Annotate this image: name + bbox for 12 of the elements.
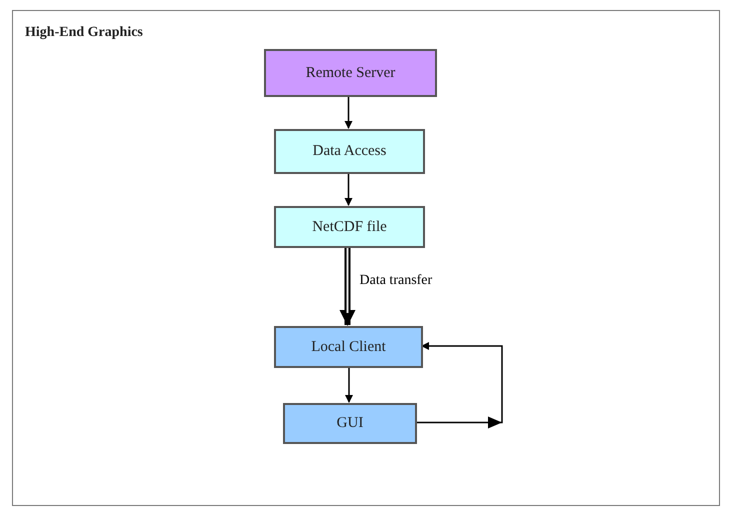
process-box [264, 49, 437, 97]
node-label: Local Client [311, 338, 386, 356]
process-box [283, 403, 417, 444]
node-label: Data Access [312, 143, 386, 160]
node-label: NetCDF file [312, 218, 387, 236]
process-box [274, 206, 425, 248]
process-box [274, 326, 423, 368]
node-label: GUI [336, 415, 364, 432]
panel-frame [12, 10, 720, 506]
node-label: Remote Server [306, 64, 396, 82]
panel-title: High-End Graphics [25, 25, 143, 41]
process-box [274, 129, 425, 174]
